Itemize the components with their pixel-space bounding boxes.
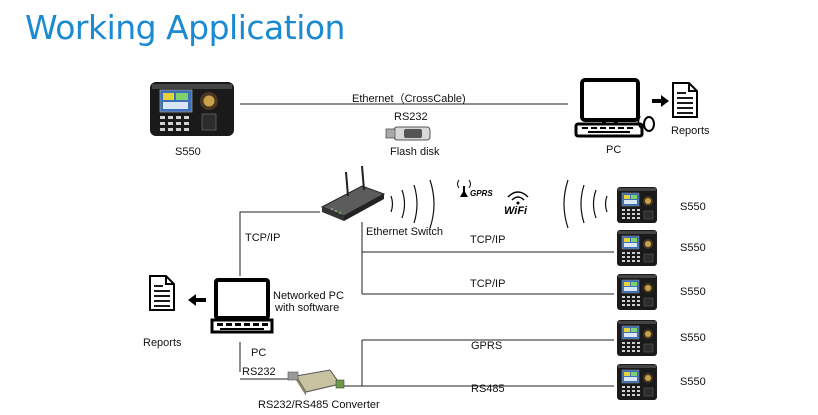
device-2-label: S550 [680, 242, 706, 254]
device-2 [616, 229, 658, 267]
device-5 [616, 363, 658, 401]
ethernet-link-label: Ethernet（CrossCable) [352, 93, 466, 105]
arrow-right-icon [652, 95, 669, 107]
reports-document-icon-bottom [149, 275, 175, 311]
converter-label: RS232/RS485 Converter [258, 399, 380, 411]
networked-pc-line2: with software [275, 302, 340, 314]
device-5-label: S550 [680, 376, 706, 388]
device-top-label: S550 [175, 146, 201, 158]
wifi-icon: WiFi [504, 191, 529, 217]
networked-pc-line1: Networked PC [273, 290, 344, 302]
device-1 [616, 186, 658, 224]
svg-text:GPRS: GPRS [470, 189, 493, 198]
reports-document-icon-top [672, 82, 698, 118]
flash-disk-label: Flash disk [390, 146, 440, 158]
device-3-link-label: TCP/IP [470, 278, 506, 290]
rs232-rs485-converter-icon [287, 369, 345, 396]
pc-rs232-label: RS232 [242, 366, 276, 378]
pc-bottom-label: PC [251, 347, 267, 359]
page-title: Working Application [25, 8, 345, 47]
pc-tcpip-label: TCP/IP [245, 232, 281, 244]
networked-pc-icon [210, 278, 274, 334]
wireless-waves-right [563, 179, 608, 229]
pc-top-label: PC [606, 144, 622, 156]
gprs-antenna-icon: GPRS [457, 179, 493, 198]
device-4-label: S550 [680, 332, 706, 344]
device-5-link-label: RS485 [471, 383, 505, 395]
flash-disk-icon [385, 126, 431, 141]
pc-desktop-icon [574, 78, 655, 138]
device-3 [616, 273, 658, 311]
device-4-link-label: GPRS [471, 340, 503, 352]
svg-text:WiFi: WiFi [504, 205, 528, 217]
arrow-left-icon [188, 294, 206, 306]
device-top [150, 82, 234, 136]
ethernet-switch-label: Ethernet Switch [366, 226, 444, 238]
rs232-top-label: RS232 [394, 111, 428, 123]
device-2-link-label: TCP/IP [470, 234, 506, 246]
ethernet-switch-icon [320, 165, 386, 221]
wireless-waves-left [390, 179, 435, 229]
reports-top-label: Reports [671, 125, 710, 137]
reports-bottom-label: Reports [143, 337, 182, 349]
device-3-label: S550 [680, 286, 706, 298]
device-1-label: S550 [680, 201, 706, 213]
network-wiring [239, 211, 614, 387]
device-4 [616, 319, 658, 357]
